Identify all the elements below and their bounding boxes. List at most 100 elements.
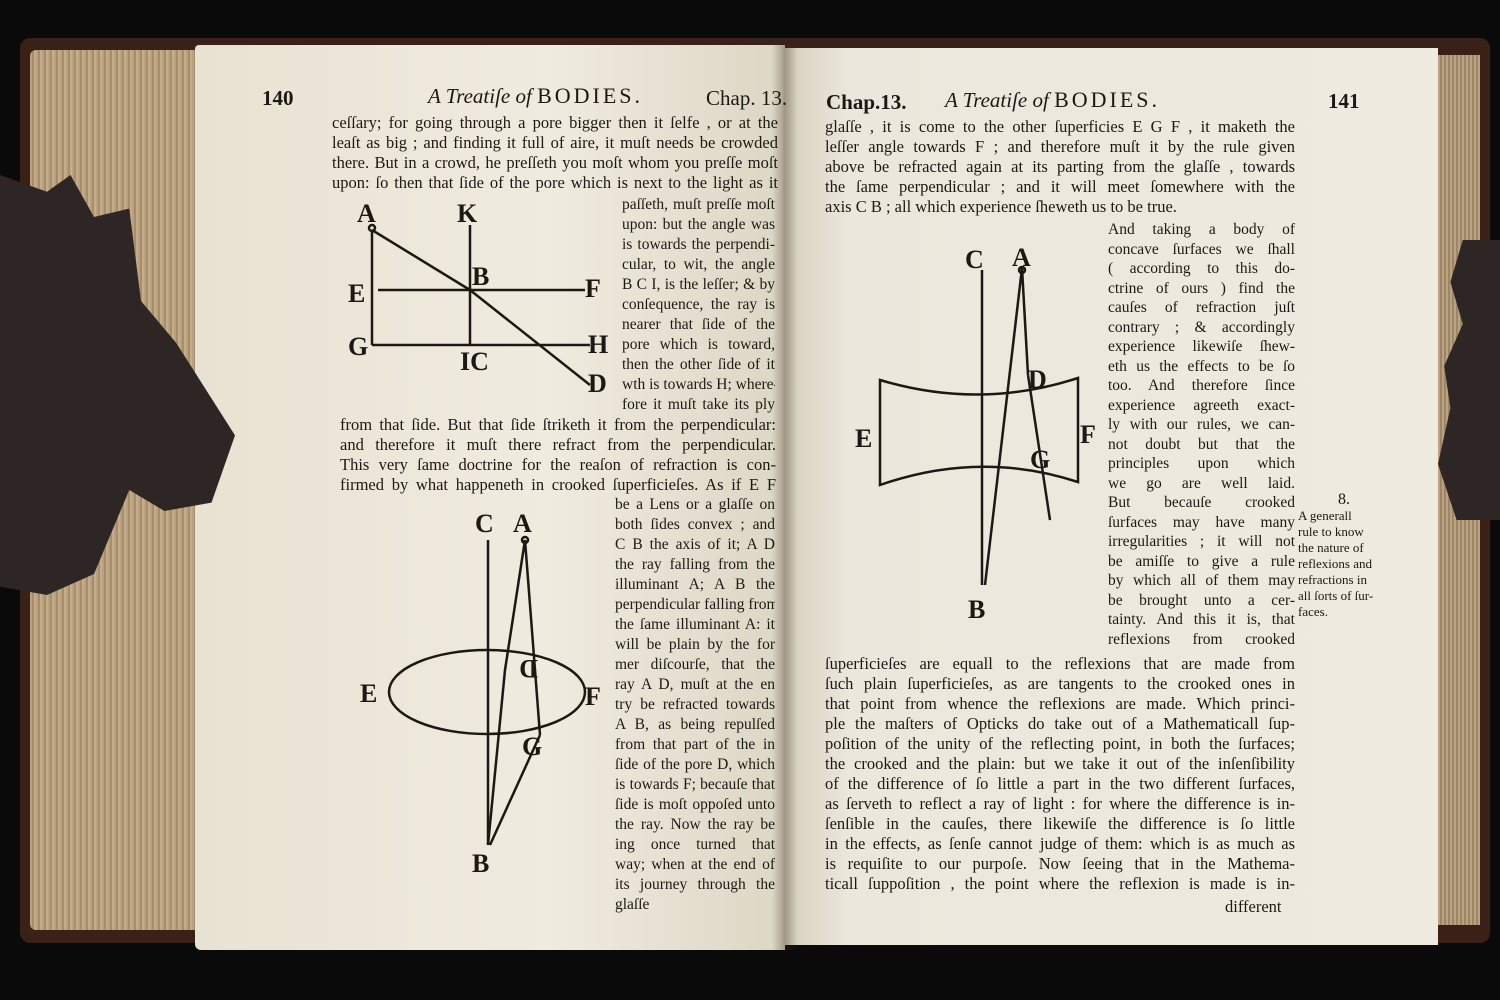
fig2-ray-GB <box>488 734 542 846</box>
fig1-label-B: B <box>472 262 489 291</box>
text-line: ray A D, muſt at the en <box>615 676 775 693</box>
text-line: nearer that ſide of the <box>622 316 775 333</box>
fig2-label-E: E <box>360 679 377 708</box>
text-line: the nature of <box>1298 540 1364 555</box>
right-chapter: Chap.13. <box>826 90 907 114</box>
text-line: tainty. And this it is, that <box>1108 611 1295 628</box>
running-title-caps: BODIES. <box>1054 87 1161 112</box>
text-line: by which all of them may <box>1108 572 1295 589</box>
text-line: ing once turned that <box>615 836 775 853</box>
text-line: and therefore it muſt there refract from… <box>340 435 776 454</box>
fig1-ray-AB <box>371 228 471 292</box>
left-column1-text: paſſeth, muſt preſſe moſt upon: but the a… <box>622 195 775 415</box>
fig2-label-C: C <box>475 509 494 538</box>
text-line: A generall <box>1298 508 1352 523</box>
fig3-ray-DG <box>1026 374 1052 521</box>
text-line: principles upon which <box>1108 455 1295 472</box>
text-line: as ſerveth to reflect a ray of light : f… <box>825 794 1295 813</box>
text-line: cauſes of refraction juſt <box>1108 299 1295 316</box>
text-line: all ſorts of ſur- <box>1298 588 1374 603</box>
fig3-label-G: G <box>1030 445 1050 474</box>
fig2-label-B: B <box>472 849 489 878</box>
text-line: firmed by what happeneth in crooked ſupe… <box>340 475 776 494</box>
text-line: is requiſite to our purpoſe. Now ſeeing … <box>825 854 1295 873</box>
text-line: irregularities ; it will not <box>1108 533 1295 550</box>
text-line: ſuch plain ſuperficieſes, as are tangent… <box>825 674 1295 693</box>
text-line: reflexions from crooked <box>1108 630 1295 648</box>
fig1-label-H: H <box>588 330 608 359</box>
text-line: cular, to wit, the angle <box>622 256 775 273</box>
margin-note-number: 8. <box>1338 491 1350 508</box>
left-running-title: A Treatiſe of BODIES. <box>428 83 643 109</box>
fig1-ray-BD <box>469 289 591 386</box>
text-line: concave ſurfaces we ſhall <box>1108 240 1295 258</box>
left-middle-text: from that ſide. But that ſide ſtriketh i… <box>340 415 776 495</box>
text-line: will be plain by the for <box>615 636 775 653</box>
fig3-concave-body <box>878 376 1080 487</box>
text-line: of the difference of ſo little a part in… <box>825 774 1295 793</box>
left-page <box>195 45 785 950</box>
text-line: the crooked and the plain: but we take i… <box>825 754 1295 773</box>
fig1-label-F: F <box>585 274 601 303</box>
text-line: ticall ſuppoſition , the point where the… <box>825 874 1295 893</box>
text-line: reflexions and <box>1298 556 1373 571</box>
text-line: experience agreeth exact- <box>1108 396 1295 414</box>
text-line: we go are well laid. <box>1108 474 1295 492</box>
fig2-ray-AG <box>523 539 542 736</box>
text-line: leaſt as big ; and finding it full of ai… <box>332 133 778 152</box>
text-line: illuminant A; A B the <box>615 576 775 593</box>
text-line: both ſides convex ; and <box>615 516 775 533</box>
right-top-text: glaſſe , it is come to the other ſuperfi… <box>825 117 1295 217</box>
text-line: ſide is moſt oppoſed unto <box>615 796 775 813</box>
text-line: rule to know <box>1298 524 1364 539</box>
right-running-title: A Treatiſe of BODIES. <box>945 87 1160 113</box>
text-line: experience likewiſe ſhew- <box>1108 338 1295 355</box>
text-line: not doubt but that the <box>1108 435 1295 453</box>
text-line: upon: but the angle was <box>622 216 775 233</box>
text-line: is towards F; becauſe that <box>615 776 775 793</box>
fig2-point-A <box>520 535 530 545</box>
text-line: there. But in a crowd, he preſſeth you m… <box>332 153 778 172</box>
fig3-label-E: E <box>855 424 872 453</box>
text-line: poſition of the unity of the reflecting … <box>825 734 1295 753</box>
figure-convex-lens: C A D E F G B <box>360 509 601 878</box>
text-line: A B, as being repulſed <box>615 716 775 733</box>
fig1-label-A: A <box>357 199 376 228</box>
fig3-ray-perp <box>983 267 1024 586</box>
text-line: is towards the perpendi- <box>622 236 775 253</box>
text-line: wth is towards H; where- <box>622 376 775 393</box>
fig1-label-K: K <box>457 199 478 228</box>
running-title-italic: A Treatiſe of <box>428 84 532 108</box>
fig3-label-B: B <box>968 595 985 624</box>
text-line: B C I, is the leſſer; & by <box>622 276 775 293</box>
text-line: ceſſary; for going through a pore bigger… <box>332 113 778 132</box>
fig2-label-A: A <box>513 509 532 538</box>
fig2-label-G: G <box>522 732 542 761</box>
catchword: different <box>1225 897 1282 917</box>
text-line: ſuperficieſes are equall to the reflexio… <box>825 654 1295 673</box>
text-line: leſſer angle towards F ; and therefore m… <box>825 137 1295 156</box>
text-line: try be refracted towards <box>615 696 775 713</box>
text-line: that point from whence the reflexions ar… <box>825 694 1295 713</box>
fig1-label-IC: IC <box>460 347 489 376</box>
text-line: ctrine of ours ) find the <box>1108 279 1295 297</box>
fig2-label-F: F <box>585 682 601 711</box>
fig2-ray-AD <box>503 539 527 671</box>
book-gutter <box>772 45 798 950</box>
left-page-number: 140 <box>262 86 294 110</box>
text-line: This very ſame doctrine for the reaſon o… <box>340 455 776 474</box>
fig3-ray-AD <box>1020 267 1030 376</box>
fig3-label-D: D <box>1028 365 1047 394</box>
text-line: axis C B ; all which experience ſheweth … <box>825 197 1177 216</box>
text-line: ly with our rules, we can- <box>1108 416 1295 433</box>
right-page <box>783 48 1438 945</box>
text-line: mer diſcourſe, that the <box>615 656 775 673</box>
text-line: But becauſe crooked <box>1108 494 1295 511</box>
fig3-label-A: A <box>1012 243 1031 272</box>
text-line: contrary ; & accordingly <box>1108 318 1295 336</box>
right-bottom-text: ſuperficieſes are equall to the reflexio… <box>825 654 1295 894</box>
text-line: paſſeth, muſt preſſe moſt <box>622 196 775 213</box>
text-line: faces. <box>1298 604 1328 619</box>
